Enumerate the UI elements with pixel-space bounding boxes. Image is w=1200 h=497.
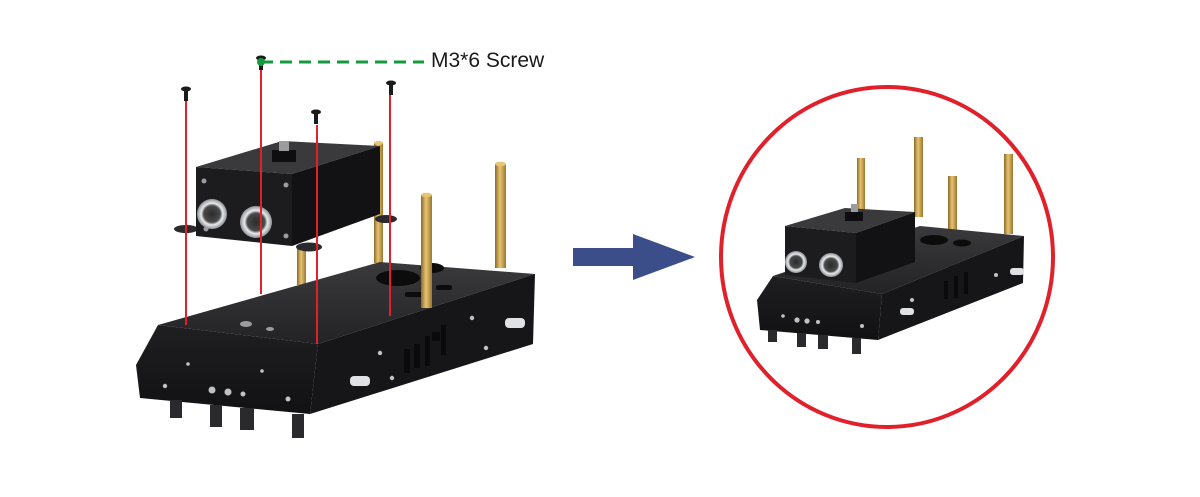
sensor-eye-left [197,199,227,229]
screw-callout-label: M3*6 Screw [431,49,545,72]
chassis-front-face [136,325,318,414]
m3-screws [181,55,396,124]
assembled-result [719,85,1055,429]
highlight-circle [719,85,1055,429]
brass-standoffs-front [421,250,432,308]
screw-icon [386,80,396,95]
screw-callout [257,58,424,66]
motor-mounts-left [170,400,304,438]
exploded-assembly [136,55,535,438]
screw-icon [181,86,191,101]
side-face-details [350,315,525,386]
ultrasonic-sensor-module [174,141,397,252]
front-face-holes [162,362,291,402]
direction-arrow-icon [573,234,695,280]
alignment-guides [185,70,391,344]
screw-icon [311,109,321,124]
chassis-top-plate [158,262,535,344]
sensor-eye-right [240,206,272,238]
brass-standoffs-right [857,137,1013,276]
